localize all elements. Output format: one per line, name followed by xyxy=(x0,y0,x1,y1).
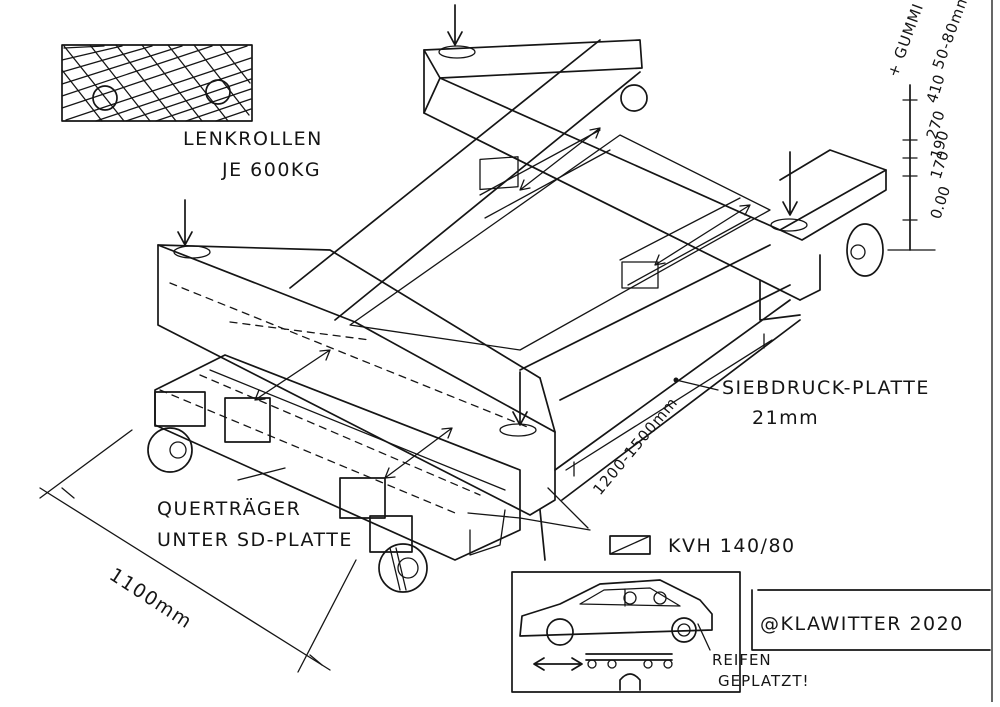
caster-wheel-front-right xyxy=(378,543,428,593)
tire-label-line2: GEPLATZT! xyxy=(718,672,810,690)
width-dimension xyxy=(565,333,773,477)
rubber-label-line2: 50-80mm xyxy=(929,0,973,71)
frame-drawing xyxy=(147,4,887,593)
car-inset xyxy=(511,571,741,693)
level-410: 410 xyxy=(923,72,949,105)
length-dimension xyxy=(39,429,357,673)
plate-label-line2: 21mm xyxy=(752,407,819,429)
crossbeam-label-line2: UNTER SD-PLATTE xyxy=(157,529,353,551)
kvh-legend-symbol xyxy=(609,535,651,555)
caster-symbol xyxy=(61,44,253,122)
caster-label-line2: JE 600KG xyxy=(221,159,321,181)
slide-arrows xyxy=(254,127,751,479)
credit-label: @KLAWITTER 2020 xyxy=(760,613,964,635)
level-0: 0.00 xyxy=(927,184,954,221)
load-arrows xyxy=(173,4,808,437)
caster-wheel-rear-right xyxy=(846,223,884,277)
rubber-label-line1: + GUMMI xyxy=(884,1,927,80)
caster-label-line1: LENKROLLEN xyxy=(183,128,323,150)
caster-wheel-front-left xyxy=(147,427,193,473)
length-dim-label: 1100mm xyxy=(105,564,196,634)
credit-box xyxy=(751,589,991,651)
tire-label-line1: REIFEN xyxy=(712,651,772,669)
plate-label-line1: SIEBDRUCK-PLATTE xyxy=(722,377,930,399)
crossbeam-label-line1: QUERTRÄGER xyxy=(157,497,301,520)
caster-wheel-rear-left xyxy=(620,84,648,112)
height-scale xyxy=(887,84,936,251)
kvh-label: KVH 140/80 xyxy=(668,535,796,557)
